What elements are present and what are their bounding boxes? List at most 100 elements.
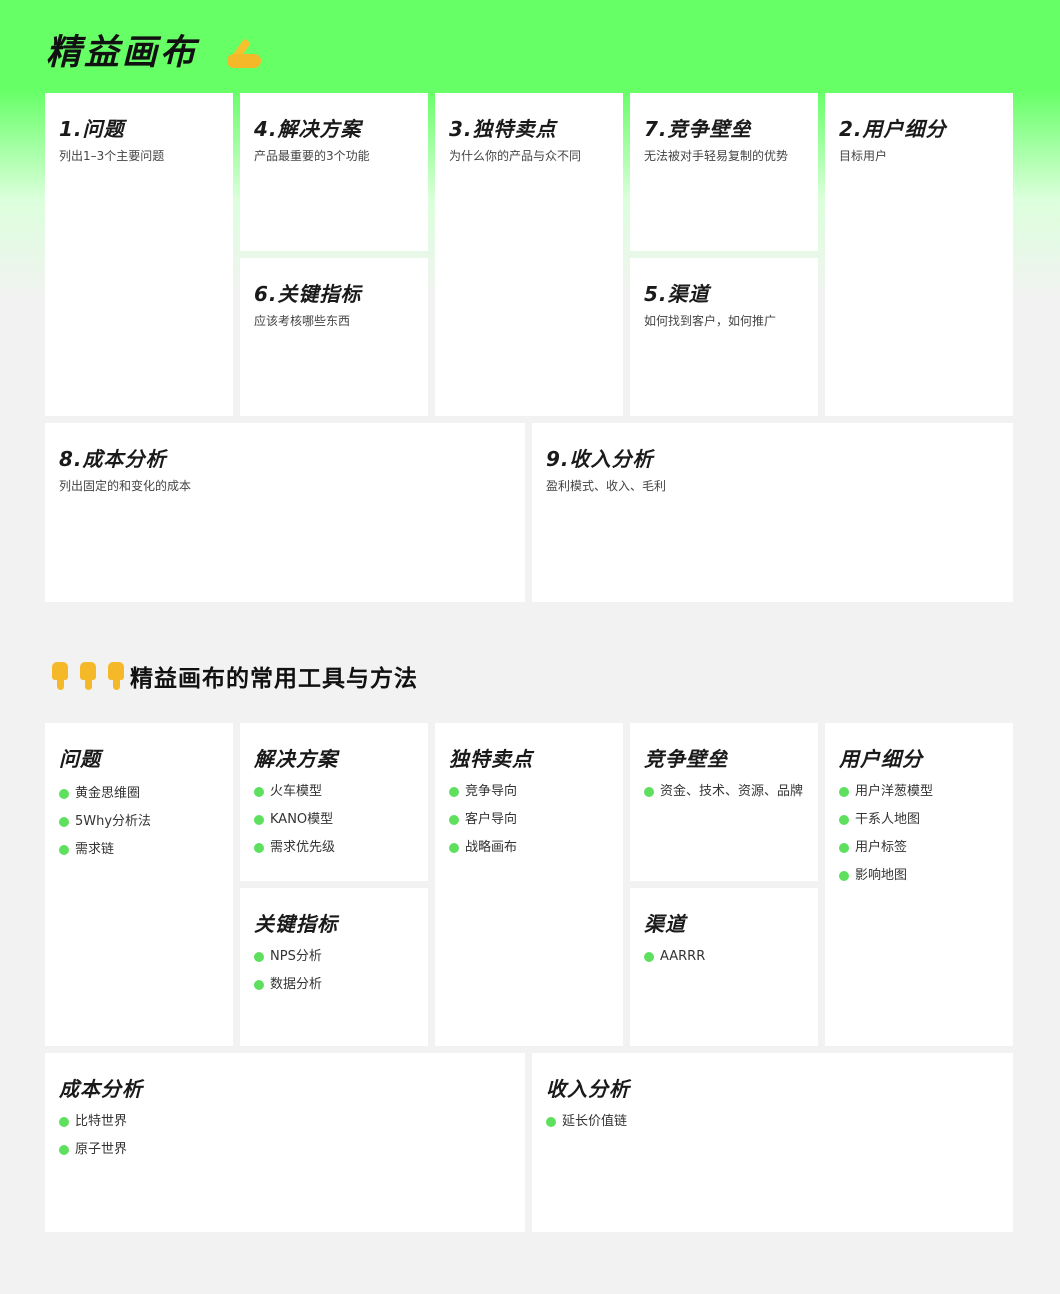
- tool-item-label: 数据分析: [270, 977, 323, 992]
- bullet-dot-icon: [839, 843, 849, 853]
- card-description: 产品最重要的3个功能: [254, 149, 370, 163]
- card-title: 解决方案: [254, 747, 338, 771]
- tools-list: AARRR: [644, 946, 806, 974]
- canvas-card-channels: 5.渠道 如何找到客户，如何推广: [630, 258, 818, 416]
- bullet-dot-icon: [644, 952, 654, 962]
- canvas-card-cost: 8.成本分析 列出固定的和变化的成本: [45, 423, 525, 602]
- bullet-dot-icon: [449, 843, 459, 853]
- tools-list: 用户洋葱模型干系人地图用户标签影响地图: [839, 781, 1001, 893]
- pointing-down-hand-icon: [74, 660, 102, 692]
- tool-list-item: 比特世界: [59, 1111, 513, 1133]
- bullet-dot-icon: [644, 787, 654, 797]
- card-title: 2.用户细分: [839, 117, 947, 141]
- card-title: 4.解决方案: [254, 117, 362, 141]
- card-title: 独特卖点: [449, 747, 533, 771]
- tool-item-label: NPS分析: [270, 949, 322, 964]
- tools-list: NPS分析数据分析: [254, 946, 416, 1002]
- canvas-card-metrics: 6.关键指标 应该考核哪些东西: [240, 258, 428, 416]
- tools-card-cost: 成本分析 比特世界原子世界: [45, 1053, 525, 1232]
- card-description: 列出1–3个主要问题: [59, 149, 165, 163]
- bullet-dot-icon: [254, 980, 264, 990]
- tools-list: 比特世界原子世界: [59, 1111, 513, 1167]
- canvas-card-uvp: 3.独特卖点 为什么你的产品与众不同: [435, 93, 623, 416]
- bullet-dot-icon: [59, 1145, 69, 1155]
- tool-list-item: 需求优先级: [254, 837, 416, 859]
- card-title: 用户细分: [839, 747, 923, 771]
- tool-list-item: AARRR: [644, 946, 806, 968]
- tool-item-label: 比特世界: [75, 1114, 128, 1129]
- tool-item-label: 用户洋葱模型: [855, 784, 934, 799]
- tool-item-label: 竞争导向: [465, 784, 518, 799]
- card-title: 收入分析: [546, 1077, 630, 1101]
- card-title: 8.成本分析: [59, 447, 167, 471]
- tool-list-item: 战略画布: [449, 837, 611, 859]
- card-title: 竞争壁垒: [644, 747, 728, 771]
- tool-list-item: 干系人地图: [839, 809, 1001, 831]
- canvas-card-solution: 4.解决方案 产品最重要的3个功能: [240, 93, 428, 251]
- tool-item-label: 影响地图: [855, 868, 908, 883]
- tools-card-revenue: 收入分析 延长价值链: [532, 1053, 1013, 1232]
- tool-item-label: 需求链: [75, 842, 115, 857]
- bullet-dot-icon: [254, 952, 264, 962]
- pointing-down-hand-icon: [46, 660, 74, 692]
- card-title: 6.关键指标: [254, 282, 362, 306]
- tool-list-item: 客户导向: [449, 809, 611, 831]
- bullet-dot-icon: [254, 843, 264, 853]
- tool-item-label: 战略画布: [465, 840, 518, 855]
- tools-section-title-row: 精益画布的常用工具与方法: [46, 658, 418, 694]
- tools-card-advantage: 竞争壁垒 资金、技术、资源、品牌: [630, 723, 818, 881]
- tools-list: 资金、技术、资源、品牌: [644, 781, 806, 809]
- tool-list-item: 用户标签: [839, 837, 1001, 859]
- card-title: 7.竞争壁垒: [644, 117, 752, 141]
- card-title: 1.问题: [59, 117, 125, 141]
- tools-card-segments: 用户细分 用户洋葱模型干系人地图用户标签影响地图: [825, 723, 1013, 1046]
- bullet-dot-icon: [59, 789, 69, 799]
- card-description: 无法被对手轻易复制的优势: [644, 149, 789, 163]
- card-title: 成本分析: [59, 1077, 143, 1101]
- tool-item-label: 5Why分析法: [75, 814, 152, 829]
- card-description: 列出固定的和变化的成本: [59, 479, 192, 493]
- bullet-dot-icon: [449, 815, 459, 825]
- card-title: 9.收入分析: [546, 447, 654, 471]
- bullet-dot-icon: [254, 815, 264, 825]
- card-title: 5.渠道: [644, 282, 710, 306]
- card-description: 目标用户: [839, 149, 888, 163]
- card-description: 如何找到客户，如何推广: [644, 314, 777, 328]
- page-title: 精益画布: [46, 33, 199, 73]
- bullet-dot-icon: [59, 845, 69, 855]
- tools-card-channels: 渠道 AARRR: [630, 888, 818, 1046]
- tool-list-item: 资金、技术、资源、品牌: [644, 781, 806, 803]
- bullet-dot-icon: [839, 871, 849, 881]
- card-title: 关键指标: [254, 912, 338, 936]
- tool-item-label: 延长价值链: [562, 1114, 628, 1129]
- tools-list: 延长价值链: [546, 1111, 1001, 1139]
- tool-list-item: 数据分析: [254, 974, 416, 996]
- tool-item-label: 用户标签: [855, 840, 908, 855]
- card-title: 渠道: [644, 912, 686, 936]
- canvas-card-advantage: 7.竞争壁垒 无法被对手轻易复制的优势: [630, 93, 818, 251]
- tools-section-title: 精益画布的常用工具与方法: [130, 666, 418, 692]
- tools-card-uvp: 独特卖点 竞争导向客户导向战略画布: [435, 723, 623, 1046]
- page-title-row: 精益画布: [46, 24, 265, 74]
- bullet-dot-icon: [839, 787, 849, 797]
- tool-list-item: 竞争导向: [449, 781, 611, 803]
- tool-item-label: 火车模型: [270, 784, 323, 799]
- canvas-card-segments: 2.用户细分 目标用户: [825, 93, 1013, 416]
- tool-item-label: 干系人地图: [855, 812, 921, 827]
- card-description: 盈利模式、收入、毛利: [546, 479, 667, 493]
- tools-list: 竞争导向客户导向战略画布: [449, 781, 611, 865]
- pointing-down-hand-icon: [102, 660, 130, 692]
- tool-list-item: 延长价值链: [546, 1111, 1001, 1133]
- tool-list-item: 影响地图: [839, 865, 1001, 887]
- card-title: 3.独特卖点: [449, 117, 557, 141]
- canvas-card-problem: 1.问题 列出1–3个主要问题: [45, 93, 233, 416]
- tool-list-item: NPS分析: [254, 946, 416, 968]
- tool-item-label: 需求优先级: [270, 840, 336, 855]
- tool-list-item: 需求链: [59, 839, 221, 861]
- tool-item-label: AARRR: [660, 949, 706, 964]
- writing-hand-icon: [225, 34, 265, 74]
- tool-item-label: 原子世界: [75, 1142, 128, 1157]
